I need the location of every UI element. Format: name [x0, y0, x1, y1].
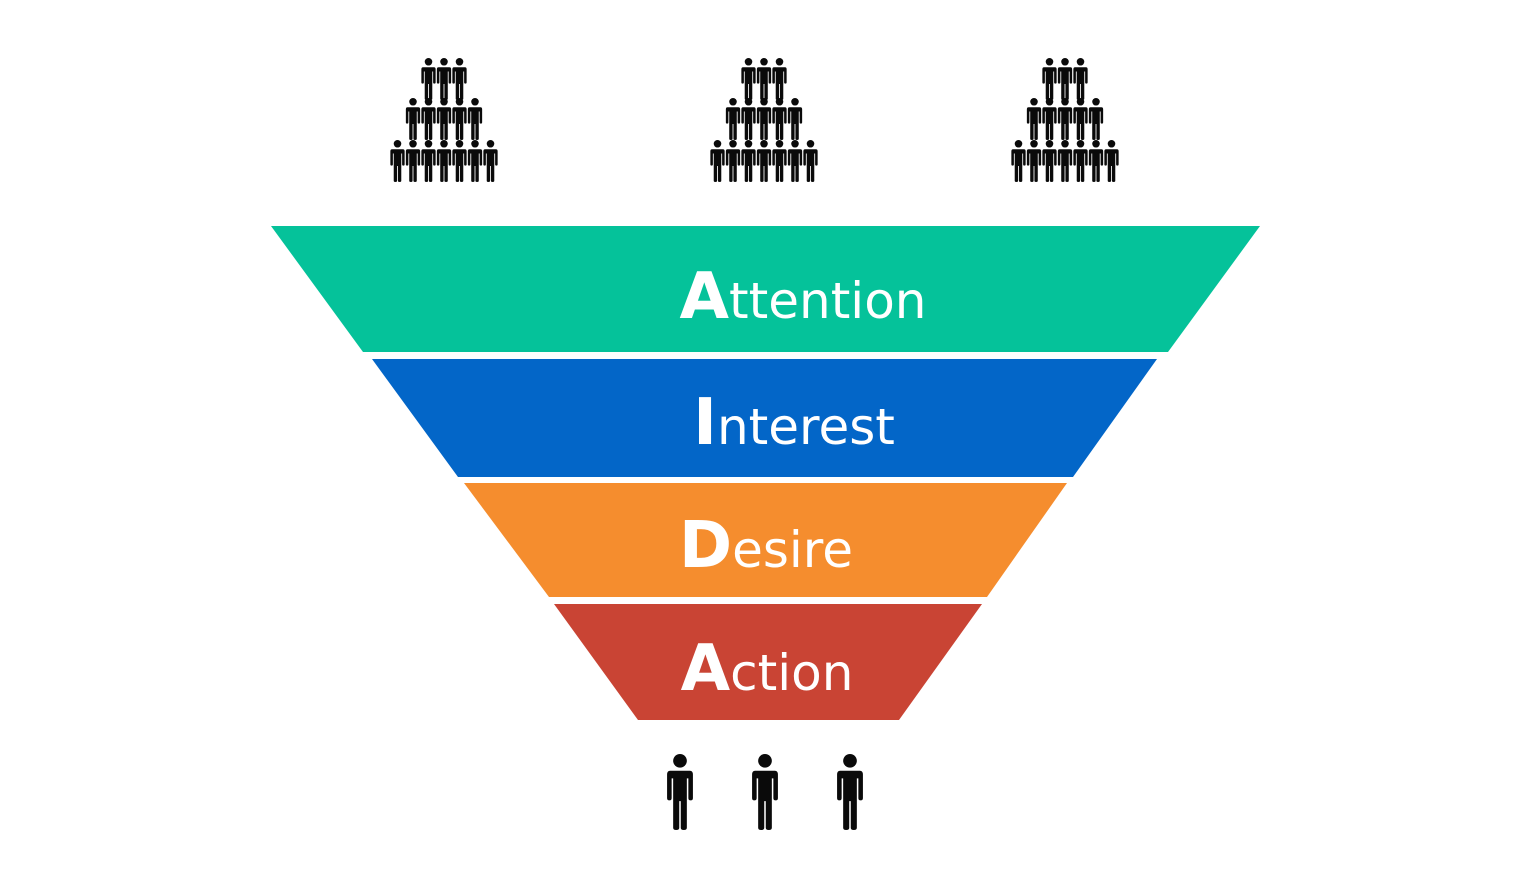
crowd-pyramid-icon	[390, 58, 498, 182]
funnel-stage-interest: Interest	[372, 359, 1157, 477]
funnel-band-attention	[271, 226, 1260, 352]
person-icon	[436, 58, 452, 100]
stage-rest: esire	[732, 521, 853, 579]
stage-rest: ction	[730, 644, 853, 702]
stage-label-action: Action	[681, 632, 854, 706]
person-icon	[452, 58, 467, 100]
person-icon	[405, 98, 421, 140]
person-icon	[467, 140, 483, 182]
person-icon	[741, 98, 756, 140]
person-icon	[421, 98, 436, 140]
person-icon	[1057, 140, 1073, 182]
person-icon	[1042, 58, 1057, 100]
person-icon	[1073, 98, 1088, 140]
person-icon	[1057, 98, 1073, 140]
person-icon	[741, 140, 756, 182]
person-icon	[483, 140, 498, 182]
funnel: Attention Interest Desire Action	[271, 226, 1260, 720]
bottom-people	[667, 754, 863, 830]
person-icon	[667, 754, 693, 830]
person-icon	[772, 140, 787, 182]
person-icon	[1073, 140, 1088, 182]
funnel-band-desire	[464, 483, 1067, 597]
top-crowd-groups	[390, 58, 1119, 182]
person-icon	[1011, 140, 1026, 182]
person-icon	[1088, 140, 1104, 182]
person-icon	[725, 140, 741, 182]
person-icon	[405, 140, 421, 182]
stage-initial: D	[679, 509, 732, 583]
person-icon	[452, 140, 467, 182]
person-icon	[725, 98, 741, 140]
person-icon	[772, 58, 787, 100]
crowd-pyramid-icon	[710, 58, 818, 182]
stage-label-attention: Attention	[680, 260, 927, 334]
stage-initial: A	[680, 260, 730, 334]
funnel-stage-attention: Attention	[271, 226, 1260, 352]
person-icon	[452, 98, 467, 140]
stage-rest: nterest	[717, 398, 895, 456]
person-icon	[1042, 98, 1057, 140]
person-icon	[421, 58, 436, 100]
person-icon	[1073, 58, 1088, 100]
person-icon	[1088, 98, 1104, 140]
person-icon	[803, 140, 818, 182]
person-icon	[837, 754, 863, 830]
person-icon	[1026, 140, 1042, 182]
person-icon	[772, 98, 787, 140]
funnel-band-interest	[372, 359, 1157, 477]
person-icon	[1026, 98, 1042, 140]
person-icon	[1057, 58, 1073, 100]
person-icon	[436, 140, 452, 182]
person-icon	[1042, 140, 1057, 182]
person-icon	[787, 140, 803, 182]
stage-initial: I	[693, 386, 717, 460]
person-icon	[1104, 140, 1119, 182]
stage-label-desire: Desire	[679, 509, 853, 583]
person-icon	[710, 140, 725, 182]
person-icon	[741, 58, 756, 100]
person-icon	[436, 98, 452, 140]
person-icon	[756, 58, 772, 100]
crowd-pyramid-icon	[1011, 58, 1119, 182]
stage-rest: ttention	[729, 272, 926, 330]
person-icon	[467, 98, 483, 140]
person-icon	[787, 98, 803, 140]
person-icon	[390, 140, 405, 182]
stage-label-interest: Interest	[693, 386, 895, 460]
person-icon	[421, 140, 436, 182]
person-icon	[756, 140, 772, 182]
funnel-stage-action: Action	[554, 604, 982, 720]
stage-initial: A	[681, 632, 731, 706]
funnel-band-action	[554, 604, 982, 720]
person-icon	[756, 98, 772, 140]
person-icon	[752, 754, 778, 830]
funnel-stage-desire: Desire	[464, 483, 1067, 597]
